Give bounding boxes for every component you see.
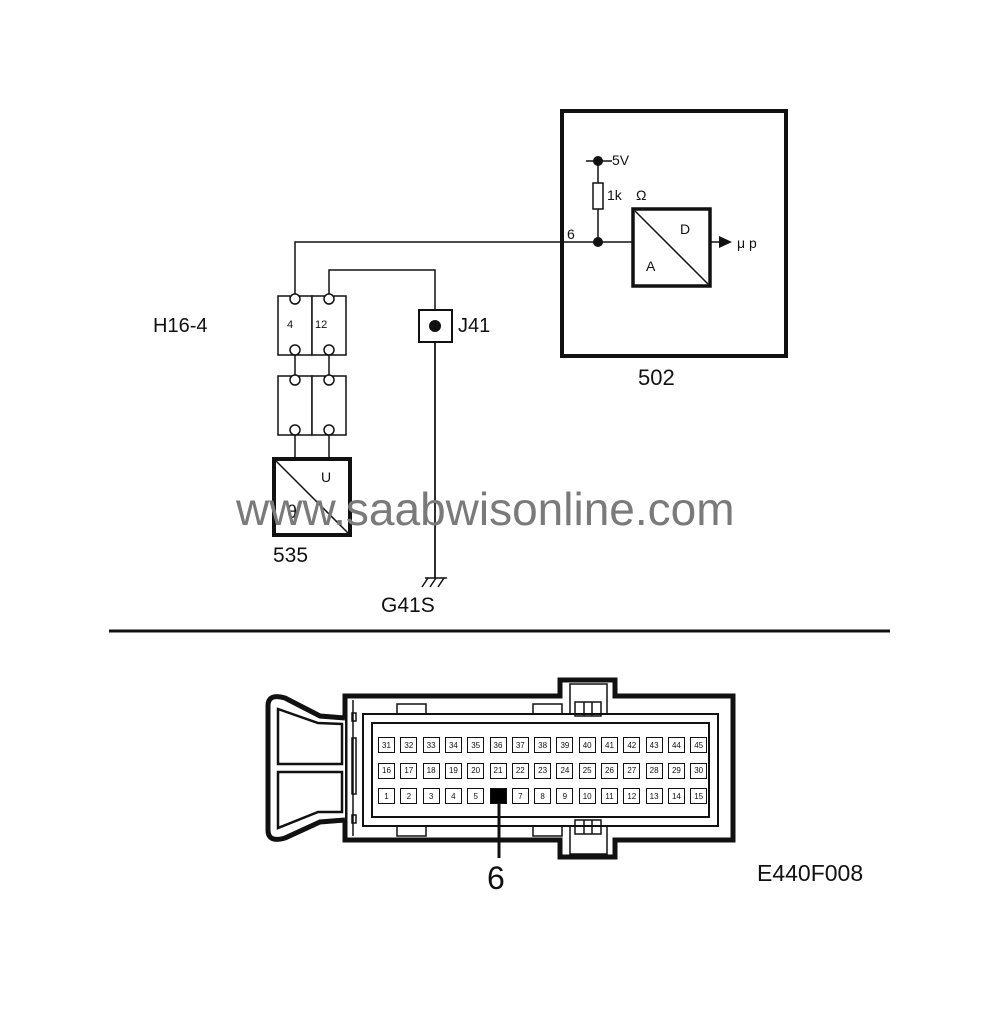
connector-pin-19: 19 bbox=[444, 762, 462, 779]
connector-pin-27: 27 bbox=[623, 762, 641, 779]
sensor-id-label: 535 bbox=[273, 544, 309, 567]
connector-pin-28: 28 bbox=[645, 762, 663, 779]
adc-analog-label: A bbox=[646, 258, 656, 274]
h16-pin-4: 4 bbox=[287, 319, 294, 331]
connector-pin-42: 42 bbox=[623, 737, 641, 753]
connector-pin-26: 26 bbox=[601, 762, 618, 779]
connector-pin-10: 10 bbox=[578, 788, 596, 804]
connector-pin-25: 25 bbox=[578, 762, 596, 779]
connector-pin-23: 23 bbox=[534, 762, 552, 779]
connector-pin-5: 5 bbox=[467, 788, 485, 804]
connector-pin-22: 22 bbox=[511, 762, 529, 779]
supply-label: 5V bbox=[612, 152, 630, 168]
watermark: www.saabwisonline.com bbox=[236, 483, 735, 535]
connector-pin-24: 24 bbox=[556, 762, 574, 779]
connector-pin-21: 21 bbox=[489, 762, 507, 779]
ecu-id-label: 502 bbox=[638, 365, 675, 390]
connector-pin-16: 16 bbox=[378, 762, 395, 779]
connector-pin-32: 32 bbox=[400, 737, 418, 753]
ecu-502 bbox=[560, 109, 788, 358]
connector-pin-6 bbox=[489, 788, 507, 804]
connector-h16-label: H16-4 bbox=[153, 315, 208, 337]
connector-pin-4: 4 bbox=[444, 788, 462, 804]
adc-digital-label: D bbox=[680, 221, 691, 237]
connector-pin-2: 2 bbox=[400, 788, 418, 804]
connector-pin-15: 15 bbox=[690, 788, 708, 804]
connector-pin-9: 9 bbox=[556, 788, 574, 804]
connector-pin-17: 17 bbox=[400, 762, 418, 779]
connector-pin-18: 18 bbox=[422, 762, 440, 779]
connector-pin-37: 37 bbox=[511, 737, 529, 753]
connector-pin-44: 44 bbox=[667, 737, 685, 753]
connector-pin-34: 34 bbox=[444, 737, 462, 753]
microprocessor-label: μ p bbox=[737, 235, 757, 251]
ground-label: G41S bbox=[381, 594, 435, 617]
sensor-535 bbox=[272, 457, 352, 537]
connector-h16-4 bbox=[277, 293, 347, 459]
connector-pin-8: 8 bbox=[534, 788, 552, 804]
sensor-output-label: U bbox=[321, 469, 332, 485]
ecu-pin-label: 6 bbox=[567, 226, 575, 242]
connector-pin-35: 35 bbox=[467, 737, 485, 753]
connector-pin-3: 3 bbox=[422, 788, 440, 804]
connector-pin-14: 14 bbox=[667, 788, 685, 804]
junction-j41 bbox=[418, 309, 453, 578]
connector-pin-31: 31 bbox=[378, 737, 395, 753]
connector-pin-30: 30 bbox=[690, 762, 708, 779]
h16-pin-12: 12 bbox=[315, 319, 328, 331]
ground-symbol bbox=[421, 577, 447, 588]
connector-pin-36: 36 bbox=[489, 737, 507, 753]
connector-pin-45: 45 bbox=[690, 737, 708, 753]
connector-pin-20: 20 bbox=[467, 762, 485, 779]
connector-pin-12: 12 bbox=[623, 788, 641, 804]
pin-callout-label: 6 bbox=[487, 860, 505, 896]
junction-label: J41 bbox=[458, 315, 491, 337]
connector-pin-40: 40 bbox=[578, 737, 596, 753]
connector-pin-38: 38 bbox=[534, 737, 552, 753]
connector-pin-1: 1 bbox=[378, 788, 395, 804]
connector-pin-29: 29 bbox=[667, 762, 685, 779]
connector-pin-39: 39 bbox=[556, 737, 574, 753]
connector-pin-43: 43 bbox=[645, 737, 663, 753]
figure-code: E440F008 bbox=[757, 860, 864, 886]
resistor-label: 1k bbox=[607, 187, 622, 203]
connector-pin-7: 7 bbox=[511, 788, 529, 804]
connector-pin-33: 33 bbox=[422, 737, 440, 753]
ohm-symbol: Ω bbox=[636, 187, 647, 203]
connector-pin-13: 13 bbox=[645, 788, 663, 804]
theta-icon: θ bbox=[287, 502, 298, 522]
connector-pin-11: 11 bbox=[601, 788, 618, 804]
connector-pin-41: 41 bbox=[601, 737, 618, 753]
signal-wire bbox=[294, 241, 598, 296]
